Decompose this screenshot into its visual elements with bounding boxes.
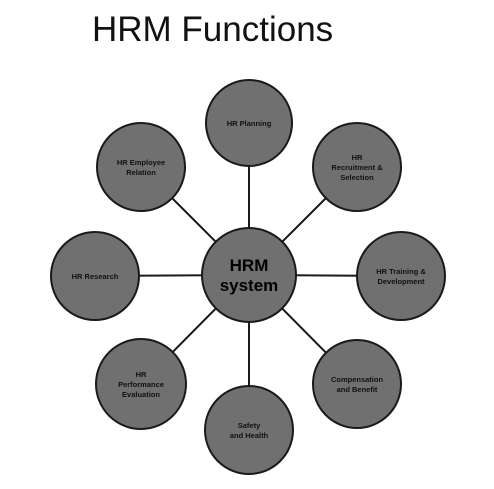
node-circle	[204, 385, 294, 475]
node-label: HR Training &	[376, 267, 426, 276]
node-label: HR Research	[72, 272, 119, 281]
node-planning: HR Planning	[205, 79, 293, 167]
node-circle	[205, 79, 293, 167]
node-circle	[356, 231, 446, 321]
center-circle	[201, 227, 297, 323]
node-circle	[50, 231, 140, 321]
diagram-title: HRM Functions	[92, 10, 334, 49]
node-circle	[312, 339, 402, 429]
node-label: Development	[377, 277, 425, 286]
node-circle	[96, 122, 186, 212]
node-label: Safety	[238, 421, 261, 430]
node-label: and Benefit	[337, 385, 378, 394]
node-label: Performance	[118, 380, 164, 389]
node-label: HR Employee	[117, 158, 165, 167]
node-label: Selection	[340, 173, 374, 182]
node-label: Relation	[126, 168, 156, 177]
center-label: system	[220, 276, 279, 295]
node-label: HR Planning	[227, 119, 272, 128]
node-label: Recruitment &	[331, 163, 383, 172]
node-circle	[312, 122, 402, 212]
node-training: HR Training &Development	[356, 231, 446, 321]
node-research: HR Research	[50, 231, 140, 321]
node-label: Compensation	[331, 375, 384, 384]
node-label: and Health	[230, 431, 269, 440]
node-label: HR	[352, 153, 363, 162]
node-circle	[95, 338, 187, 430]
node-label: Evaluation	[122, 390, 160, 399]
node-label: HR	[136, 370, 147, 379]
center-label: HRM	[230, 256, 269, 275]
